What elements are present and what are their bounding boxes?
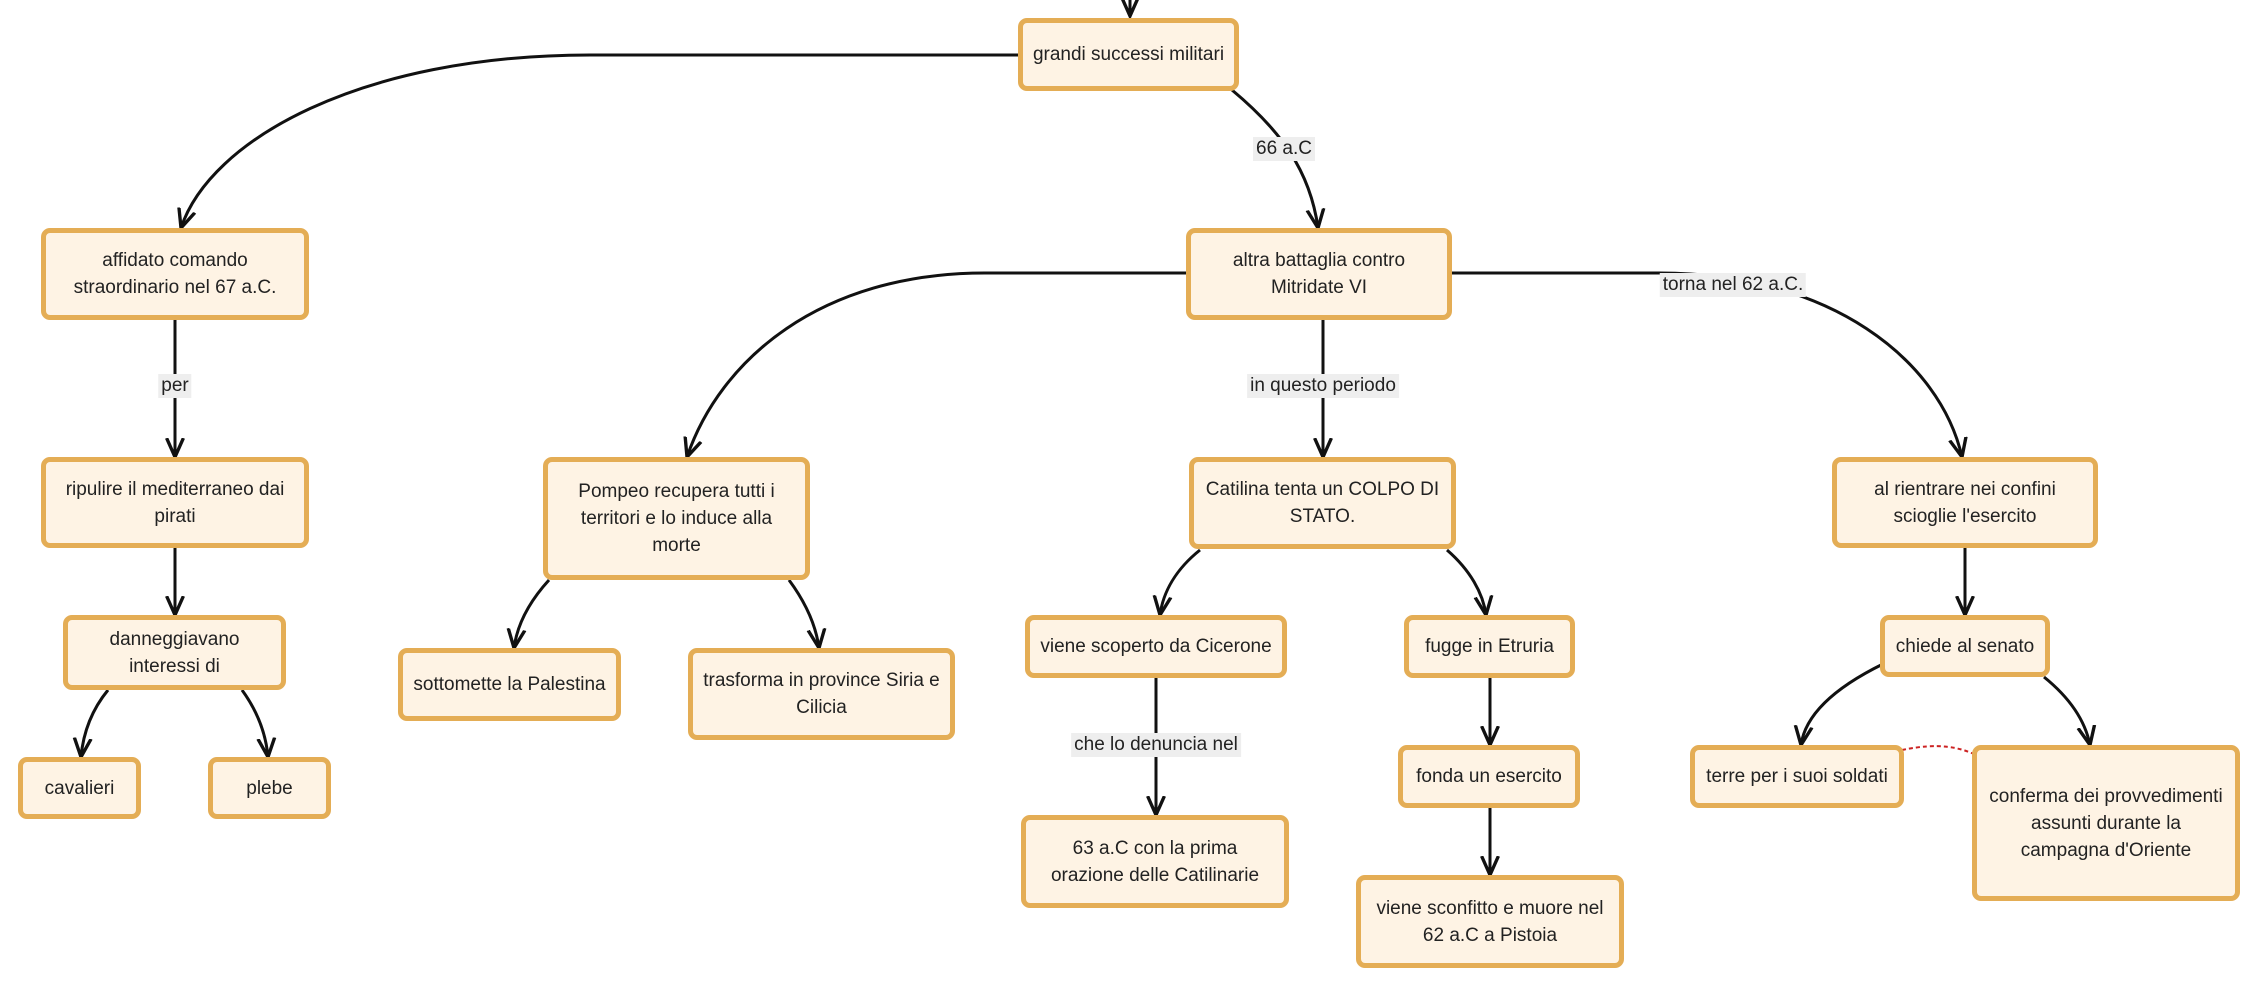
node-text: Pompeo recupera tutti i territori e lo i… (578, 481, 775, 556)
edge-label-in-questo-periodo: in questo periodo (1247, 374, 1399, 398)
node-terre[interactable]: terre per i suoi soldati (1690, 745, 1904, 808)
edge-label-66: 66 a.C (1253, 137, 1315, 161)
node-danneggiavano[interactable]: danneggiavano interessi di (63, 615, 286, 690)
edge-danneggiavano-cavalieri (81, 689, 110, 757)
node-text: al rientrare nei confini scioglie l'eser… (1874, 478, 2056, 527)
node-text: plebe (246, 777, 293, 799)
edge-pompeo-sottomette (514, 578, 551, 648)
node-text: grandi successi militari (1032, 44, 1225, 65)
node-text: danneggiavano interessi di (109, 628, 240, 677)
edge-label-torna-62: torna nel 62 a.C. (1659, 273, 1807, 297)
edge-pompeo-trasforma (787, 579, 819, 648)
node-text: 63 a.C con la prima orazione delle Catil… (1050, 837, 1260, 886)
node-text: ripulire il mediterraneo dai pirati (65, 478, 285, 527)
edge-catilina-scoperto (1160, 548, 1201, 615)
node-altra-battaglia[interactable]: altra battaglia contro Mitridate VI (1186, 228, 1452, 320)
edge-danneggiavano-plebe (240, 689, 268, 757)
edge-successi-affidato (181, 53, 1018, 228)
node-ripulire[interactable]: ripulire il mediterraneo dai pirati (41, 457, 309, 548)
node-text: sottomette la Palestina (413, 674, 606, 695)
node-pompeo-recupera[interactable]: Pompeo recupera tutti i territori e lo i… (543, 457, 810, 580)
node-text: viene scoperto da Cicerone (1040, 636, 1272, 657)
node-fugge[interactable]: fugge in Etruria (1404, 615, 1575, 678)
node-text: cavalieri (44, 777, 115, 799)
node-text: fonda un esercito (1416, 766, 1562, 787)
edge-chiede-conferma (2043, 675, 2090, 745)
node-text: trasforma in province Siria e Cilicia (703, 670, 940, 718)
node-scoperto[interactable]: viene scoperto da Cicerone (1025, 615, 1287, 678)
edge-battaglia-pompeo (687, 271, 1188, 457)
node-text: chiede al senato (1895, 635, 2035, 657)
node-trasforma[interactable]: trasforma in province Siria e Cilicia (688, 648, 955, 740)
node-chiede[interactable]: chiede al senato (1880, 615, 2050, 677)
node-catilina[interactable]: Catilina tenta un COLPO DI STATO. (1189, 457, 1456, 549)
edge-chiede-terre (1801, 662, 1884, 745)
edge-battaglia-rientrare (1452, 271, 1962, 457)
node-cavalieri[interactable]: cavalieri (18, 757, 141, 819)
edge-label-per: per (158, 374, 192, 398)
node-rientrare[interactable]: al rientrare nei confini scioglie l'eser… (1832, 457, 2098, 548)
node-text: Catilina tenta un COLPO DI STATO. (1205, 479, 1440, 527)
node-sconfitto[interactable]: viene sconfitto e muore nel 62 a.C a Pis… (1356, 875, 1624, 968)
node-affidato-comando[interactable]: affidato comando straordinario nel 67 a.… (41, 228, 309, 320)
node-orazione[interactable]: 63 a.C con la prima orazione delle Catil… (1021, 815, 1289, 908)
node-plebe[interactable]: plebe (208, 757, 331, 819)
edge-label-che-lo-denuncia: che lo denuncia nel (1071, 733, 1241, 757)
node-text: fugge in Etruria (1425, 636, 1554, 657)
node-conferma[interactable]: conferma dei provvedimenti assunti duran… (1972, 745, 2240, 901)
node-grandi-successi[interactable]: grandi successi militari (1018, 18, 1239, 91)
node-text: viene sconfitto e muore nel 62 a.C a Pis… (1376, 897, 1604, 946)
node-text: conferma dei provvedimenti assunti duran… (1989, 785, 2223, 861)
node-sottomette[interactable]: sottomette la Palestina (398, 648, 621, 721)
node-text: affidato comando straordinario nel 67 a.… (73, 250, 277, 298)
node-fonda[interactable]: fonda un esercito (1398, 745, 1580, 808)
node-text: terre per i suoi soldati (1706, 766, 1888, 787)
edge-catilina-fugge (1446, 548, 1486, 615)
node-text: altra battaglia contro Mitridate VI (1232, 250, 1406, 298)
dashed-link-terre-conferma (1901, 745, 1975, 755)
